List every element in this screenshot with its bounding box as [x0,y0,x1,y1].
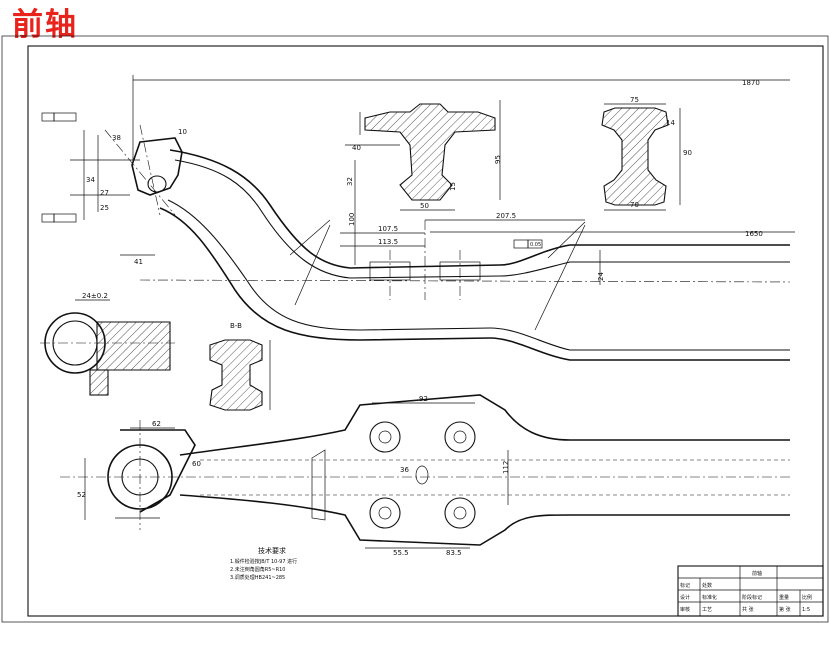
dim-75: 75 [630,96,639,104]
dim-24: 24 [597,272,605,281]
dim-90: 90 [683,149,692,157]
notes-heading: 技术要求 [258,546,286,555]
title-block-cell-9: 审核 [680,606,690,613]
dim-62: 62 [152,420,161,428]
title-block-cell-10: 工艺 [702,607,712,613]
dim-10: 10 [178,128,187,136]
dim-track-width: 1650 [745,230,763,238]
section-aa-top: 75 70 90 14 [601,96,692,211]
dim-14: 14 [666,119,675,127]
dim-92: 92 [419,395,428,403]
dim-50: 50 [420,202,429,210]
outer-frame [1,35,829,623]
dim-24-tol: 24±0.2 [82,292,108,300]
dim-83-5: 83.5 [446,549,462,557]
dim-36: 36 [400,466,409,474]
dim-207-5: 207.5 [496,212,516,220]
title-block-cell-17: 第 张 [779,606,791,613]
notes-line-3: 3.调质处理HB241~285 [230,574,285,581]
dim-100: 100 [348,213,356,226]
title-block-part-name: 前轴 [752,570,762,577]
dim-112: 112 [502,461,510,474]
notes-line-1: 1.锻件检验按JB/T 10-97 进行 [230,558,297,565]
dim-52: 52 [77,491,86,499]
notes-line-2: 2.未注倒角圆角R5~R10 [230,566,285,573]
title-block-scale: 1:5 [802,607,810,613]
dim-32: 32 [346,177,354,186]
title-block-cell-13: 重量 [779,594,789,601]
dim-60: 60 [192,460,201,468]
section-bb-top: 40 95 50 15 [345,100,502,211]
dim-34: 34 [86,176,95,184]
dim-15: 15 [449,182,457,191]
dim-113-5: 113.5 [378,238,398,246]
title-block-cell-8: 标准化 [702,594,717,601]
dim-55-5: 55.5 [393,549,409,557]
dim-95: 95 [494,155,502,164]
dim-0-05: 0.05 [530,242,541,248]
dim-70: 70 [630,201,639,209]
title-block: 前轴 标记 处数 设计 标准化 审核 工艺 阶段标记 重量 比例 1:5 共 张… [677,565,824,617]
title-block-cell-16: 共 张 [742,606,754,613]
dim-107-5: 107.5 [378,225,398,233]
dim-27: 27 [100,189,109,197]
title-block-cell-12: 阶段标记 [742,594,762,601]
title-block-cell-14: 比例 [802,594,812,601]
front-view: 1870 1650 38 34 41 27 25 10 [41,75,795,361]
dim-overall-length: 1870 [742,79,760,87]
technical-notes: 技术要求 1.锻件检验按JB/T 10-97 进行 2.未注倒角圆角R5~R10… [230,546,297,581]
dim-25: 25 [100,204,109,212]
drawing-title: 前轴 [12,7,78,43]
title-block-cell-7: 设计 [680,594,690,601]
dim-38: 38 [112,134,121,142]
plan-view: 92 55.5 83.5 112 52 62 60 36 [60,394,790,557]
title-block-cell-1: 标记 [680,582,690,589]
section-bb-middle: B-B [209,322,271,411]
dim-40: 40 [352,144,361,152]
title-block-cell-2: 处数 [702,582,712,589]
dim-41: 41 [134,258,143,266]
inner-frame [27,45,824,617]
detail-eye-section: 24±0.2 [40,292,175,396]
section-bb-label: B-B [230,322,242,330]
